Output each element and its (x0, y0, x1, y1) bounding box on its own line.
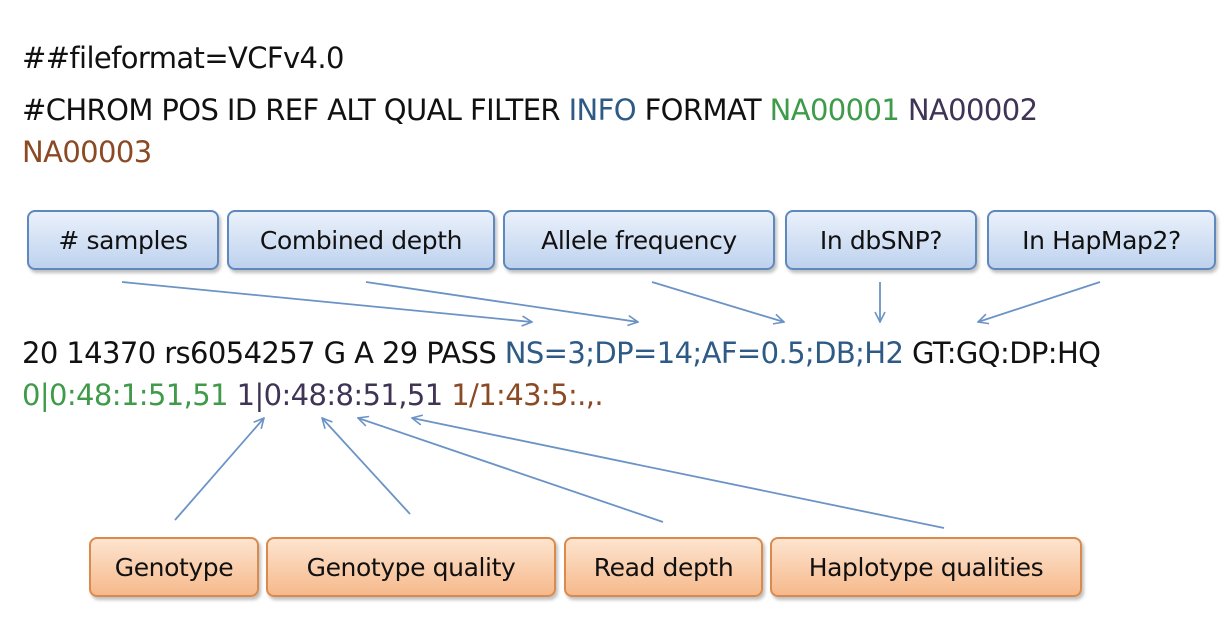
arrow-samples-to-ns (121, 281, 532, 322)
format-label-haplotype-qualities: Haplotype qualities (770, 537, 1082, 597)
info-label-allele-frequency: Allele frequency (503, 210, 775, 270)
record-sample1: 0|0:48:1:51,51 (22, 378, 229, 412)
record-line-2: 0|0:48:1:51,51 1|0:48:8:51,51 1/1:43:5:.… (22, 377, 604, 413)
arrow-genotype-to-gt (174, 418, 264, 521)
column-header-line-2: NA00003 (22, 134, 152, 170)
format-label-read-depth: Read depth (564, 537, 763, 597)
arrow-read-depth-to-dp (358, 418, 664, 523)
column-header-format: FORMAT (644, 93, 762, 127)
record-sample3: 1/1:43:5:.,. (451, 378, 603, 412)
arrow-haplotype-to-hq (412, 418, 945, 529)
record-sample2: 1|0:48:8:51,51 (236, 378, 444, 412)
arrow-genotype-quality-to-gq (322, 418, 411, 515)
column-header-sample3: NA00003 (22, 135, 152, 169)
info-label-combined-depth: Combined depth (227, 210, 495, 270)
column-header-line: #CHROM POS ID REF ALT QUAL FILTER INFO F… (22, 92, 1038, 128)
record-info: NS=3;DP=14;AF=0.5;DB;H2 (504, 336, 904, 370)
arrow-depth-to-dp (365, 281, 638, 322)
column-header-info: INFO (568, 93, 637, 127)
column-header-sample2: NA00002 (907, 93, 1038, 127)
record-fixed: 20 14370 rs6054257 G A 29 PASS (22, 336, 497, 370)
info-label-in-dbsnp: In dbSNP? (785, 210, 977, 270)
format-label-genotype: Genotype (89, 537, 259, 597)
column-header-sample1: NA00001 (769, 93, 900, 127)
column-header-fixed: #CHROM POS ID REF ALT QUAL FILTER (22, 93, 561, 127)
info-label-in-hapmap2: In HapMap2? (987, 210, 1216, 270)
record-format: GT:GQ:DP:HQ (911, 336, 1101, 370)
arrow-frequency-to-af (651, 281, 784, 322)
record-line: 20 14370 rs6054257 G A 29 PASS NS=3;DP=1… (22, 335, 1101, 371)
format-label-genotype-quality: Genotype quality (266, 537, 556, 597)
arrow-hapmap2-to-h2 (978, 281, 1101, 322)
fileformat-line: ##fileformat=VCFv4.0 (22, 41, 344, 75)
info-label-samples: # samples (27, 210, 219, 270)
